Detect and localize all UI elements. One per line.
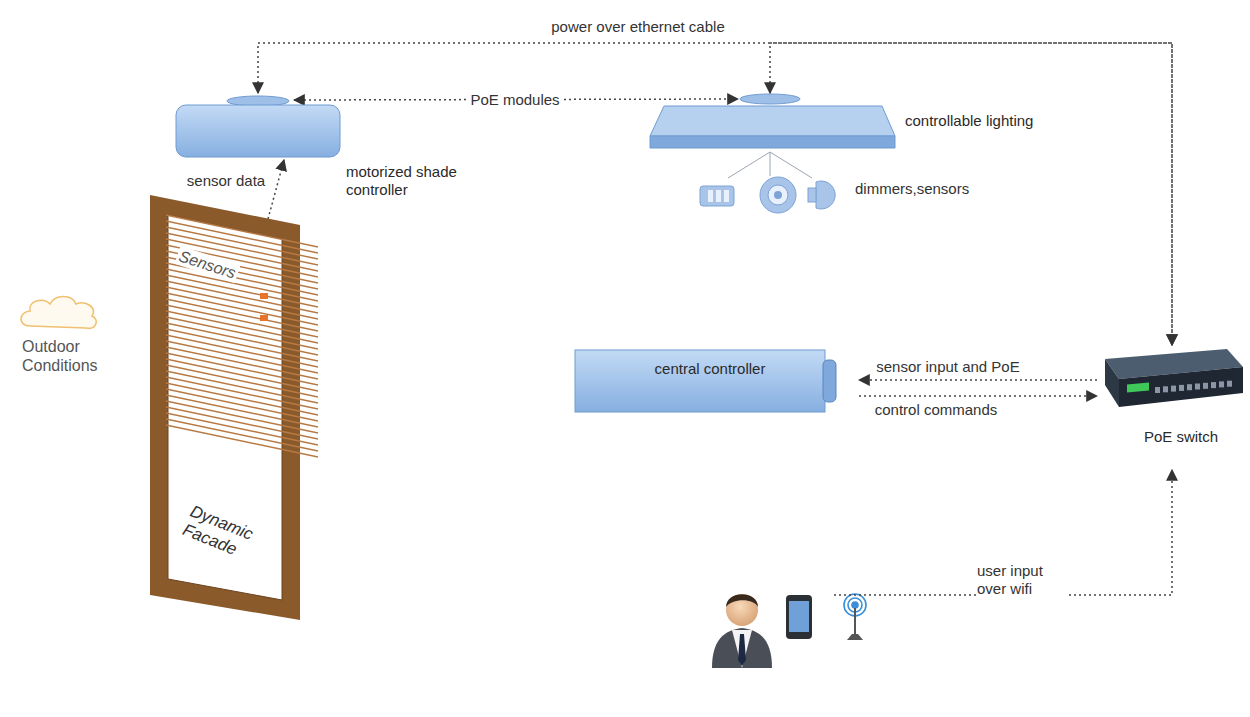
edge-label: power over ethernet cable xyxy=(548,18,727,36)
phone-icon xyxy=(786,595,812,639)
dotted-connector xyxy=(859,379,1097,381)
dotted-connector xyxy=(258,43,1172,345)
node-light: controllable lighting xyxy=(650,106,895,150)
ctrl-shape xyxy=(575,350,825,412)
wifi-antenna xyxy=(844,594,866,640)
node-shade: motorized shade controller xyxy=(176,105,340,157)
dotted-connector xyxy=(859,395,1097,397)
node-text: motorized shade controller xyxy=(346,163,516,199)
node-facade: SensorsDynamic Facade xyxy=(140,195,320,620)
node-switch: PoE switch xyxy=(1097,345,1250,450)
edge-label: PoE modules xyxy=(467,91,562,109)
free-label: Outdoor Conditions xyxy=(22,337,112,375)
edge-label: sensor data xyxy=(184,172,268,190)
node-text: central controller xyxy=(575,360,845,378)
edge-label: sensor input and PoE xyxy=(873,358,1022,376)
node-text: PoE switch xyxy=(1097,428,1250,446)
free-label: user input over wifi xyxy=(977,562,1067,598)
poe-module xyxy=(740,94,800,104)
dotted-connector xyxy=(770,43,1172,345)
cloud-icon xyxy=(21,297,96,329)
light-shape xyxy=(650,106,895,150)
edge-label: control commands xyxy=(872,401,1001,419)
dotted-connector xyxy=(268,160,284,219)
shade-shape xyxy=(176,105,340,157)
node-ctrl: central controller xyxy=(575,350,845,412)
free-label: dimmers,sensors xyxy=(855,180,969,198)
node-text: controllable lighting xyxy=(905,112,1095,130)
user-figure xyxy=(712,594,772,668)
light-rays xyxy=(728,152,812,178)
dimmer-icons xyxy=(700,177,835,213)
